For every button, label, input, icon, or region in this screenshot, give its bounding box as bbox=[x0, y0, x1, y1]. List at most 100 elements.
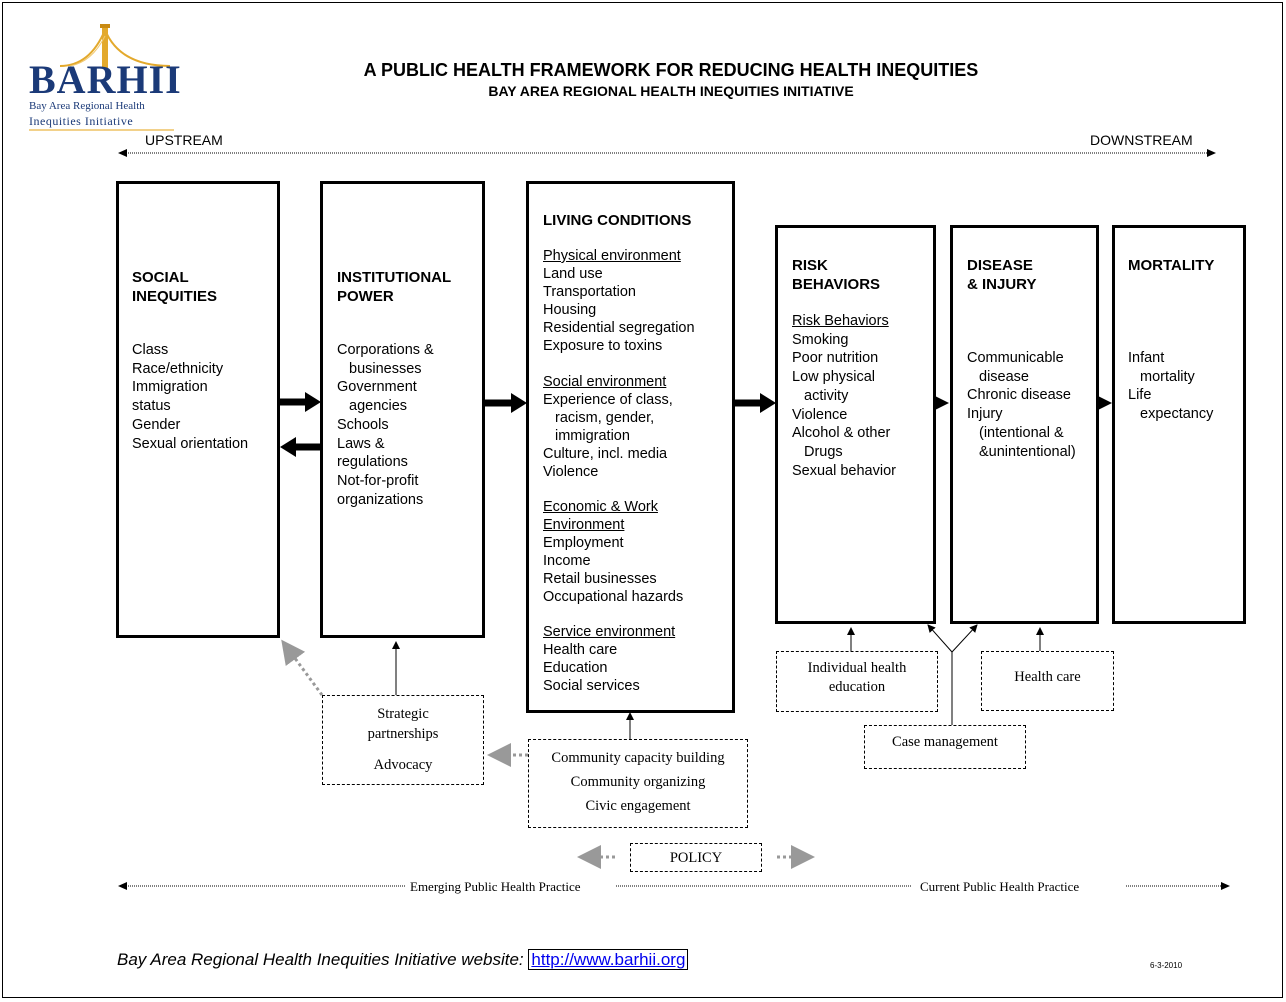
list-item: Culture, incl. media bbox=[543, 446, 668, 462]
footer: Bay Area Regional Health Inequities Init… bbox=[117, 949, 689, 970]
list-item: Schools bbox=[337, 416, 389, 433]
list-item: disease bbox=[979, 368, 1029, 385]
social-list: Class Race/ethnicity Immigration status … bbox=[132, 341, 277, 453]
logo-line2: Inequities Initiative bbox=[29, 114, 134, 128]
website-link[interactable]: http://www.barhii.org bbox=[528, 949, 689, 970]
advocacy-line: Strategic bbox=[377, 706, 429, 722]
healthcare-label: Health care bbox=[1014, 669, 1081, 685]
list-item: Occupational hazards bbox=[543, 589, 684, 605]
logo-underline bbox=[29, 129, 174, 131]
section-heading: Social environment bbox=[543, 374, 667, 390]
list-item: Race/ethnicity bbox=[132, 360, 224, 377]
list-item: Education bbox=[543, 660, 608, 676]
community-line: Civic engagement bbox=[585, 798, 691, 814]
list-item: Immigration bbox=[132, 379, 208, 396]
list-item: Income bbox=[543, 553, 591, 569]
education-line: Individual health bbox=[807, 660, 907, 676]
community-line: Community organizing bbox=[570, 774, 706, 790]
arrow-advocacy-to-social bbox=[281, 639, 324, 696]
page-title: A PUBLIC HEALTH FRAMEWORK FOR REDUCING H… bbox=[363, 60, 979, 80]
case-management-box: Case management bbox=[864, 725, 1026, 769]
list-item: (intentional & bbox=[979, 424, 1064, 441]
social-inequities-box: SOCIAL INEQUITIES Class Race/ethnicity I… bbox=[116, 181, 280, 638]
health-care-box: Health care bbox=[981, 651, 1114, 711]
policy-box: POLICY bbox=[630, 843, 762, 872]
disease-title-1: DISEASE bbox=[967, 257, 1033, 274]
social-title-1: SOCIAL bbox=[132, 269, 189, 286]
list-item: Housing bbox=[543, 302, 597, 318]
list-item: Gender bbox=[132, 416, 181, 433]
risk-title-1: RISK bbox=[792, 257, 828, 274]
upstream-arrow-icon bbox=[118, 149, 127, 157]
policy-label: POLICY bbox=[669, 850, 723, 866]
list-item: Low physical bbox=[792, 369, 876, 386]
list-item: agencies bbox=[349, 398, 408, 415]
practice-right-arrow-icon bbox=[1221, 882, 1230, 890]
section-heading-2: Environment bbox=[543, 517, 625, 533]
list-item: organizations bbox=[337, 491, 424, 508]
social-env-section: Social environment Experience of class, … bbox=[543, 373, 732, 481]
list-item: Health care bbox=[543, 642, 618, 658]
advocacy-box: Strategic partnerships Advocacy bbox=[322, 695, 484, 785]
economic-section: Economic & Work Environment Employment I… bbox=[543, 498, 732, 606]
logo-wordmark: BARHII bbox=[29, 57, 182, 102]
list-item: regulations bbox=[337, 454, 408, 471]
list-item: activity bbox=[804, 387, 849, 404]
list-item: racism, gender, bbox=[555, 410, 655, 426]
risk-title-2: BEHAVIORS bbox=[792, 276, 881, 293]
list-item: immigration bbox=[555, 428, 630, 444]
section-heading: Economic & Work bbox=[543, 499, 658, 515]
list-item: Employment bbox=[543, 535, 624, 551]
arrow-head-right-icon bbox=[305, 392, 321, 412]
list-item: Infant bbox=[1128, 350, 1165, 366]
institutional-power-box: INSTITUTIONAL POWER Corporations & busin… bbox=[320, 181, 485, 638]
list-item: Not-for-profit bbox=[337, 472, 419, 489]
power-title-2: POWER bbox=[337, 288, 394, 305]
arrow-case-to-disease bbox=[951, 624, 978, 653]
disease-injury-box: DISEASE & INJURY Communicable disease Ch… bbox=[950, 225, 1099, 624]
case-label: Case management bbox=[892, 734, 998, 750]
list-item: Smoking bbox=[792, 331, 849, 348]
date-stamp: 6-3-2010 bbox=[1150, 961, 1183, 970]
list-item: Experience of class, bbox=[543, 392, 673, 408]
risk-behaviors-box: RISK BEHAVIORS Risk Behaviors Smoking Po… bbox=[775, 225, 936, 624]
arrow-case-to-risk bbox=[927, 624, 953, 653]
list-item: Retail businesses bbox=[543, 571, 657, 587]
risk-list: Risk Behaviors Smoking Poor nutrition Lo… bbox=[792, 312, 933, 480]
physical-section: Physical environment Land use Transporta… bbox=[543, 247, 732, 355]
footer-text: Bay Area Regional Health Inequities Init… bbox=[117, 950, 524, 969]
advocacy-line: Advocacy bbox=[373, 757, 433, 773]
list-item: Laws & bbox=[337, 435, 385, 452]
list-item: Drugs bbox=[804, 443, 843, 460]
mortality-title: MORTALITY bbox=[1128, 257, 1215, 274]
list-item: Corporations & bbox=[337, 342, 434, 358]
risk-subheading: Risk Behaviors bbox=[792, 313, 889, 329]
practice-left-arrow-icon bbox=[118, 882, 127, 890]
arrow-head-left-icon bbox=[280, 437, 296, 457]
disease-title-2: & INJURY bbox=[967, 276, 1037, 293]
list-item: Sexual orientation bbox=[132, 435, 249, 452]
social-title-2: INEQUITIES bbox=[132, 288, 218, 305]
downstream-arrow-icon bbox=[1207, 149, 1216, 157]
list-item: Violence bbox=[792, 406, 848, 423]
list-item: Violence bbox=[543, 464, 599, 480]
arrow-head-right-icon bbox=[511, 393, 527, 413]
power-list: Corporations & businesses Government age… bbox=[337, 341, 482, 509]
list-item: status bbox=[132, 398, 171, 415]
service-section: Service environment Health care Educatio… bbox=[543, 623, 732, 695]
section-heading: Physical environment bbox=[543, 248, 681, 264]
list-item: &unintentional) bbox=[979, 443, 1076, 460]
current-practice-label: Current Public Health Practice bbox=[920, 879, 1080, 894]
list-item: expectancy bbox=[1140, 406, 1214, 423]
list-item: Chronic disease bbox=[967, 387, 1071, 404]
arrow-head-right-icon bbox=[760, 393, 776, 413]
list-item: Sexual behavior bbox=[792, 462, 896, 479]
advocacy-line: partnerships bbox=[367, 726, 439, 742]
education-line: education bbox=[828, 679, 886, 695]
list-item: Transportation bbox=[543, 284, 636, 300]
community-line: Community capacity building bbox=[551, 750, 725, 766]
upstream-label: UPSTREAM bbox=[145, 132, 223, 148]
community-box: Community capacity building Community or… bbox=[528, 739, 748, 828]
disease-list: Communicable disease Chronic disease Inj… bbox=[967, 349, 1096, 461]
